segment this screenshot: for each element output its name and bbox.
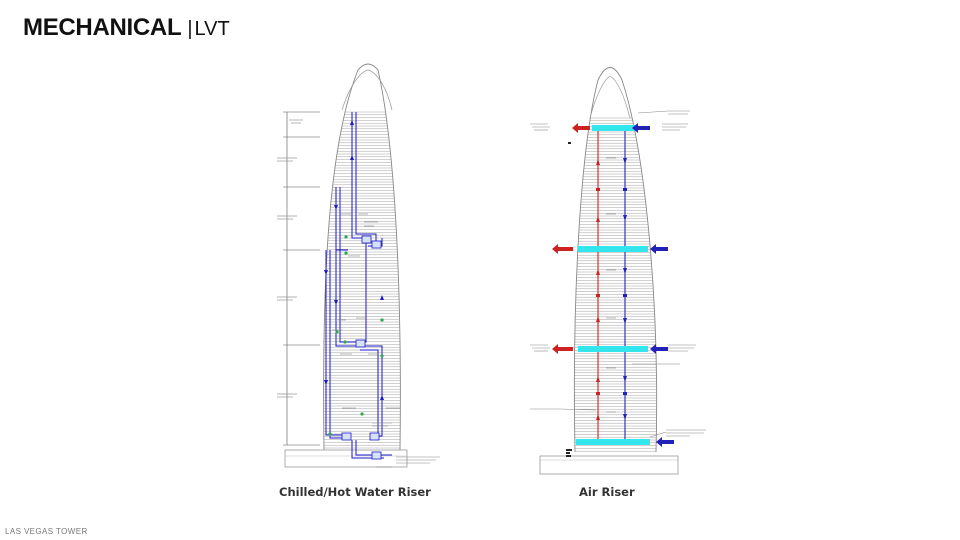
tower-podium: [284, 449, 408, 468]
air-riser-diagram: [530, 67, 706, 475]
tower-podium: [539, 455, 679, 475]
title-separator: |: [187, 18, 193, 40]
tower-spire-inner: [341, 69, 393, 111]
title-main: MECHANICAL: [23, 14, 182, 41]
tower-floor-lines: [574, 117, 657, 452]
valves: [328, 235, 384, 436]
exhaust-air-riser: [596, 131, 600, 439]
elevation-dimension-line: [283, 111, 320, 446]
tower-spire-inner: [589, 75, 631, 119]
water-riser-diagram: [277, 63, 440, 468]
footer-text: LAS VEGAS TOWER: [5, 527, 88, 536]
elevation-notes: [277, 119, 303, 398]
water-riser-caption: Chilled/Hot Water Riser: [279, 485, 431, 499]
equipment-notes: [332, 213, 440, 468]
level-marks: [566, 142, 572, 457]
flow-direction-arrows: [324, 120, 384, 400]
slide-title: MECHANICAL|LVT: [23, 14, 230, 42]
exhaust-outlet-arrows: [552, 123, 590, 354]
outside-air-intake-arrows: [632, 123, 674, 447]
equipment-notes: [530, 110, 706, 438]
mechanical-floors: [576, 125, 650, 445]
title-subtitle: LVT: [194, 18, 230, 40]
heat-exchanger-units: [341, 235, 382, 460]
tower-outline: [573, 67, 658, 453]
supply-air-riser: [623, 131, 627, 439]
air-riser-caption: Air Riser: [579, 485, 635, 499]
